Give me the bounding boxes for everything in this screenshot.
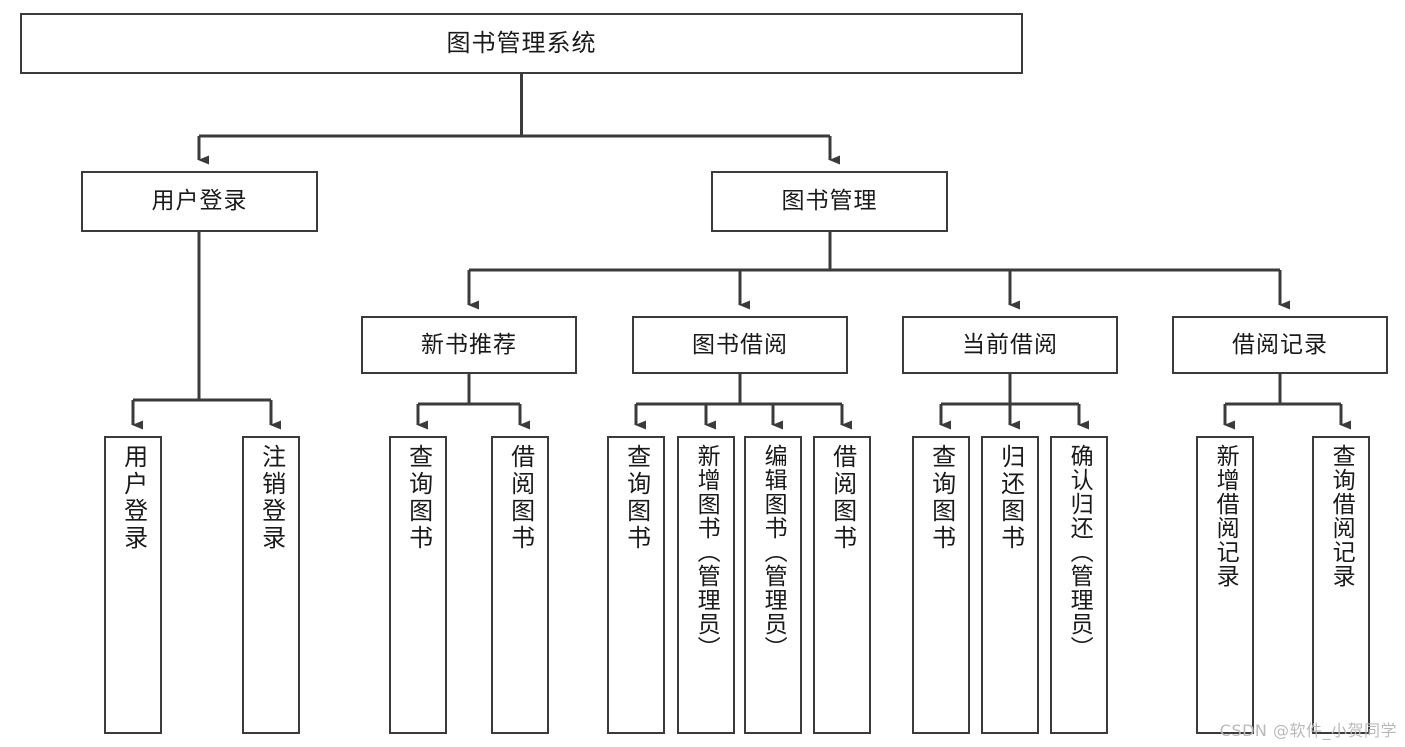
node-leaf-add-record-label: 新增借阅记录 [1212,444,1239,588]
node-leaf-query-book-2-label: 查询图书 [622,444,651,552]
node-borrow-record-label: 借阅记录 [1232,331,1328,358]
node-leaf-edit-book[interactable]: 编辑图书（管理员） [744,436,802,734]
node-borrow-record[interactable]: 借阅记录 [1172,316,1388,374]
node-leaf-borrow-book-2[interactable]: 借阅图书 [813,436,871,734]
node-leaf-query-book-1[interactable]: 查询图书 [389,436,447,734]
node-leaf-add-record[interactable]: 新增借阅记录 [1196,436,1254,734]
node-root-label: 图书管理系统 [446,28,597,57]
node-leaf-query-record-label: 查询借阅记录 [1328,444,1355,588]
node-leaf-borrow-book-2-label: 借阅图书 [828,444,857,552]
node-current-borrow[interactable]: 当前借阅 [902,316,1118,374]
node-leaf-logout-label: 注销登录 [257,444,286,552]
node-leaf-query-book-1-label: 查询图书 [404,444,433,552]
node-leaf-query-book-3[interactable]: 查询图书 [912,436,970,734]
node-new-book-recommend-label: 新书推荐 [421,331,517,358]
node-leaf-return-book[interactable]: 归还图书 [981,436,1039,734]
node-current-borrow-label: 当前借阅 [962,331,1058,358]
node-leaf-add-book-label: 新增图书（管理员） [693,444,720,660]
node-leaf-borrow-book-1-label: 借阅图书 [506,444,535,552]
node-book-borrow[interactable]: 图书借阅 [632,316,848,374]
node-book-manage[interactable]: 图书管理 [711,171,948,232]
node-leaf-query-record[interactable]: 查询借阅记录 [1312,436,1370,734]
node-leaf-add-book[interactable]: 新增图书（管理员） [677,436,735,734]
node-leaf-confirm-return-label: 确认归还（管理员） [1066,444,1093,660]
node-leaf-borrow-book-1[interactable]: 借阅图书 [491,436,549,734]
node-user-login-label: 用户登录 [151,188,248,215]
node-leaf-user-login[interactable]: 用户登录 [104,436,162,734]
node-new-book-recommend[interactable]: 新书推荐 [361,316,577,374]
node-root[interactable]: 图书管理系统 [20,13,1023,74]
node-user-login[interactable]: 用户登录 [81,171,318,232]
csdn-watermark: CSDN @软件_小贺同学 [1219,721,1397,740]
node-leaf-query-book-3-label: 查询图书 [927,444,956,552]
node-leaf-query-book-2[interactable]: 查询图书 [607,436,665,734]
node-leaf-edit-book-label: 编辑图书（管理员） [760,444,787,660]
node-leaf-confirm-return[interactable]: 确认归还（管理员） [1050,436,1108,734]
node-leaf-return-book-label: 归还图书 [996,444,1025,552]
node-book-manage-label: 图书管理 [781,188,878,215]
node-leaf-user-login-label: 用户登录 [119,444,148,552]
node-book-borrow-label: 图书借阅 [692,331,788,358]
node-leaf-logout[interactable]: 注销登录 [242,436,300,734]
